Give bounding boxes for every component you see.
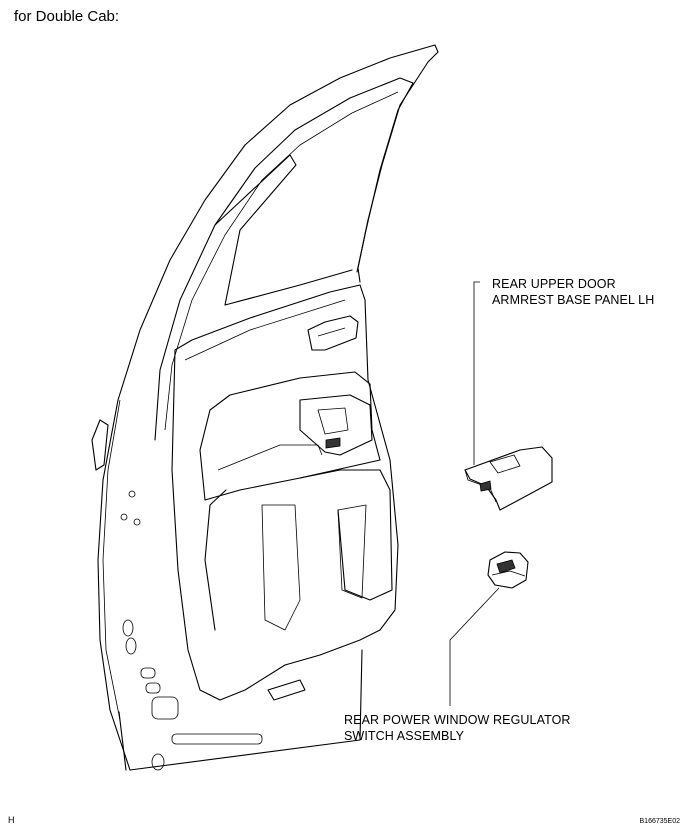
armrest-base-panel-part [464,446,553,511]
callout-switch-line1: REAR POWER WINDOW REGULATOR [344,713,571,727]
window-switch-part [487,551,529,589]
rear-door-shell [91,44,439,771]
illustration-code: B166735E02 [639,818,680,825]
corner-mark-left: H [8,815,15,825]
callout-armrest-line2: ARMREST BASE PANEL LH [492,293,655,307]
leader-line-armrest [473,281,480,465]
diagram-heading: for Double Cab: [14,8,120,25]
callout-window-switch: REAR POWER WINDOW REGULATOR SWITCH ASSEM… [344,712,571,744]
door-trim-panel [171,284,399,701]
leader-line-switch [449,587,500,706]
callout-armrest-line1: REAR UPPER DOOR [492,277,616,291]
callout-switch-line2: SWITCH ASSEMBLY [344,729,465,743]
callout-armrest-panel: REAR UPPER DOOR ARMREST BASE PANEL LH [492,276,654,308]
